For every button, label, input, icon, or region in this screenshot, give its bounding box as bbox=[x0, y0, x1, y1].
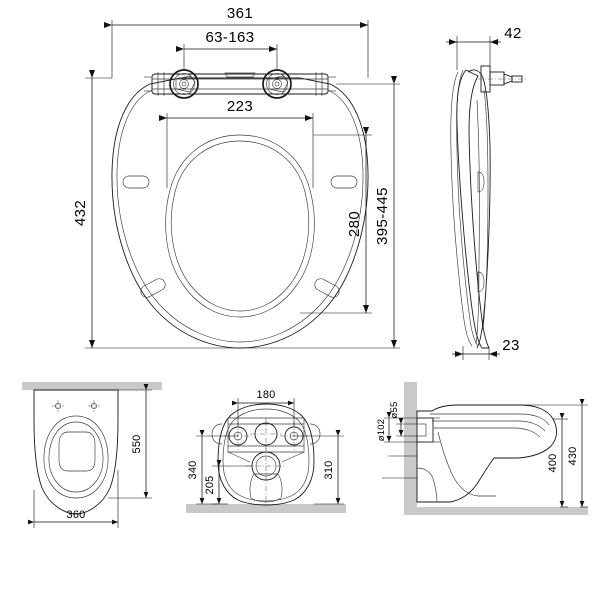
outlet-hole-rear bbox=[246, 446, 286, 500]
fixing-hole-left bbox=[52, 400, 64, 412]
view-bowl-rear: 180 340 205 310 bbox=[186, 389, 346, 513]
seat-bumper-pad bbox=[330, 175, 358, 189]
dimension-310-label: 310 bbox=[323, 461, 335, 480]
bowl-rear-inner-contour bbox=[222, 408, 310, 502]
inlet-connector bbox=[416, 423, 427, 437]
seat-rim-inner-line bbox=[116, 89, 364, 343]
dimension-180-label: 180 bbox=[257, 389, 276, 401]
dimension-395-445-label: 395-445 bbox=[374, 187, 391, 245]
bowl-side-outline bbox=[416, 404, 557, 503]
dimension-430: 430 bbox=[520, 399, 588, 508]
seat-lid-profile bbox=[450, 71, 473, 347]
dimension-63-163-label: 63-163 bbox=[205, 29, 254, 46]
view-bowl-side: ø102 ø55 400 430 bbox=[376, 382, 588, 515]
seat-side-bumper-upper bbox=[477, 171, 485, 193]
view-bowl-top: 550 360 bbox=[22, 382, 162, 528]
seat-outer-outline bbox=[111, 77, 369, 349]
dimension-42: 42 bbox=[446, 25, 522, 70]
dimension-432: 432 bbox=[72, 70, 240, 349]
view-seat-side: 42 23 bbox=[446, 25, 528, 360]
dimension-180: 180 bbox=[232, 389, 295, 426]
dimension-310: 310 bbox=[294, 430, 344, 505]
bowl-top-outline bbox=[33, 389, 119, 515]
bowl-rim-inner bbox=[48, 421, 104, 493]
seat-ring-profile bbox=[467, 69, 491, 349]
bowl-side-lower-body bbox=[416, 467, 438, 503]
bowl-rear-skirt bbox=[249, 473, 283, 503]
bowl-water-area bbox=[58, 431, 96, 472]
wall-connection-detail bbox=[416, 417, 440, 443]
dimension-400-label: 400 bbox=[547, 454, 559, 473]
dimension-23-label: 23 bbox=[502, 337, 520, 354]
bowl-side-rim-line2 bbox=[432, 420, 546, 432]
dimension-205: 205 bbox=[204, 460, 252, 505]
dimension-dia55-label: ø55 bbox=[389, 402, 400, 419]
seat-side-bumper-lower bbox=[477, 271, 485, 293]
dimension-340-label: 340 bbox=[187, 461, 199, 480]
dimension-340: 340 bbox=[187, 430, 238, 505]
seat-rear-edge bbox=[482, 89, 489, 331]
outlet-connector bbox=[416, 417, 434, 443]
seat-lid-profile-inner bbox=[456, 69, 479, 347]
dimension-dia102-label: ø102 bbox=[376, 419, 387, 441]
bowl-side-rim-line3 bbox=[434, 427, 541, 438]
dimension-23: 23 bbox=[452, 337, 520, 360]
inlet-hole-rear bbox=[250, 418, 282, 450]
dimension-550-label: 550 bbox=[131, 435, 143, 454]
dimension-280-label: 280 bbox=[346, 211, 363, 237]
dimension-432-label: 432 bbox=[72, 200, 89, 226]
bowl-side-inner-contour bbox=[437, 431, 496, 497]
seat-inner-opening bbox=[165, 134, 315, 318]
dimension-360: 360 bbox=[28, 470, 119, 528]
seat-hinge-assembly bbox=[144, 72, 336, 96]
dimension-395-445: 395-445 bbox=[240, 76, 400, 349]
bowl-rear-lug-left bbox=[211, 423, 223, 445]
dimension-42-label: 42 bbox=[504, 25, 522, 42]
bowl-rear-lug-right bbox=[309, 423, 321, 445]
dimension-205-label: 205 bbox=[204, 476, 216, 495]
bowl-rim-outer bbox=[43, 415, 109, 499]
seat-hinge-bolt-side bbox=[478, 65, 528, 93]
bolt-shank bbox=[489, 71, 505, 86]
dimension-360-label: 360 bbox=[67, 509, 86, 521]
dimension-361: 361 bbox=[104, 5, 369, 78]
fixing-hole-right bbox=[88, 400, 100, 412]
dimension-400: 400 bbox=[547, 413, 568, 508]
floor-hatch-rear bbox=[186, 504, 346, 513]
seat-inner-opening-inner bbox=[170, 140, 310, 312]
seat-bumper-pad bbox=[140, 278, 166, 298]
wall-hatch-side bbox=[404, 382, 417, 507]
hinge-center-tab bbox=[224, 72, 256, 78]
dimension-dia55: ø55 bbox=[389, 402, 417, 437]
dimension-63-163: 63-163 bbox=[176, 29, 278, 70]
seat-bumper-pad bbox=[314, 278, 340, 298]
dimension-550: 550 bbox=[108, 384, 152, 499]
dimension-280: 280 bbox=[300, 127, 372, 314]
seat-bumper-pad bbox=[122, 175, 150, 189]
dimension-430-label: 430 bbox=[567, 447, 579, 466]
view-seat-top: 361 63-163 223 432 280 bbox=[72, 5, 400, 349]
seat-mid-line bbox=[475, 99, 480, 345]
bowl-side-rim-top bbox=[430, 413, 550, 426]
dimension-223: 223 bbox=[159, 98, 314, 188]
dimension-361-label: 361 bbox=[227, 5, 253, 22]
floor-hatch-side bbox=[404, 507, 588, 515]
hinge-bar bbox=[151, 73, 329, 95]
wall-hatch-strip bbox=[22, 382, 162, 390]
dimension-223-label: 223 bbox=[227, 98, 253, 115]
